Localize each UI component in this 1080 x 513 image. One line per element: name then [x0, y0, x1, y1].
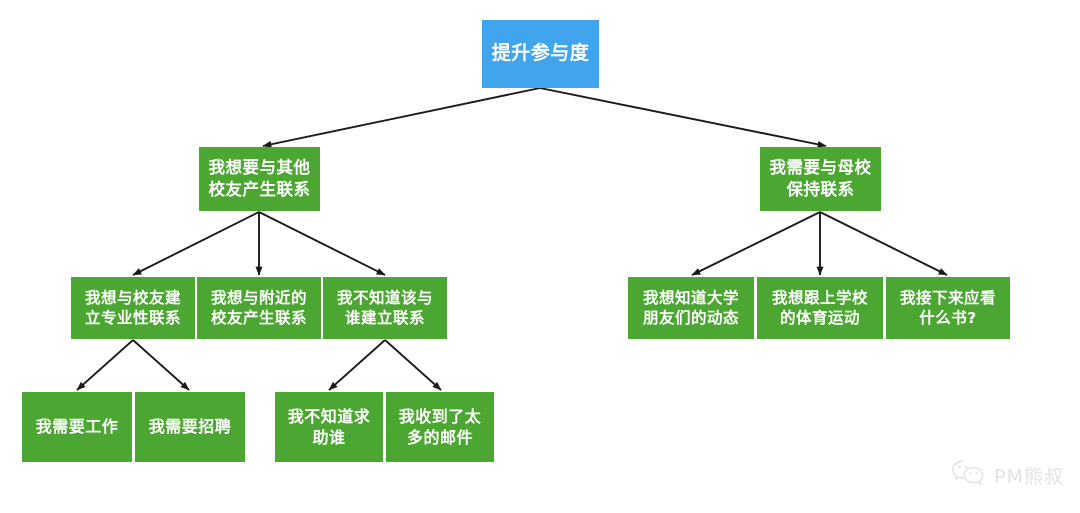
node-line: 我想跟上学校: [771, 288, 868, 307]
node-l3-e-label: 我想跟上学校 的体育运动: [761, 288, 879, 329]
node-l2-right-label: 我需要与母校 保持联系: [764, 157, 877, 201]
node-l4-b[interactable]: 我需要招聘: [135, 392, 245, 462]
node-l2-left-label: 我想要与其他 校友产生联系: [203, 157, 316, 201]
node-l3-f[interactable]: 我接下来应看 什么书?: [886, 277, 1010, 339]
node-line: 多的邮件: [406, 428, 473, 447]
node-line: 我需要与母校: [769, 158, 872, 178]
edge-l3a-to-l4a: [76, 339, 134, 391]
node-l3-b-label: 我想与附近的 校友产生联系: [201, 288, 317, 329]
node-l4-d[interactable]: 我收到了太 多的邮件: [386, 392, 494, 462]
node-root[interactable]: 提升参与度: [482, 20, 599, 88]
node-l3-b[interactable]: 我想与附近的 校友产生联系: [197, 277, 321, 339]
node-l4-c[interactable]: 我不知道求 助谁: [275, 392, 383, 462]
node-line: 保持联系: [786, 180, 855, 199]
node-line: 我想要与其他: [208, 158, 311, 178]
node-l4-b-label: 我需要招聘: [148, 417, 232, 437]
watermark-label: PM熊叔: [994, 465, 1064, 488]
node-l3-a-label: 我想与校友建 立专业性联系: [75, 288, 191, 329]
edge-l2right-to-l3f: [819, 211, 948, 276]
node-l2-right[interactable]: 我需要与母校 保持联系: [760, 147, 881, 211]
edge-root-to-l2-right: [539, 87, 827, 148]
node-line: 谁建立联系: [344, 309, 425, 327]
node-l3-a[interactable]: 我想与校友建 立专业性联系: [71, 277, 195, 339]
wechat-icon: [951, 459, 985, 491]
node-line: 我想与附近的: [210, 288, 307, 307]
node-root-label: 提升参与度: [491, 42, 590, 65]
node-line: 朋友们的动态: [642, 309, 739, 327]
node-l4-a[interactable]: 我需要工作: [22, 392, 132, 462]
node-l3-c-label: 我不知道该与 谁建立联系: [327, 288, 443, 329]
node-line: 我接下来应看: [899, 288, 996, 307]
watermark: PM熊叔: [951, 459, 1064, 491]
edge-root-to-l2-left: [262, 87, 541, 148]
edge-l2right-to-l3d: [691, 211, 821, 276]
node-line: 校友产生联系: [210, 309, 307, 327]
node-l2-left[interactable]: 我想要与其他 校友产生联系: [199, 147, 320, 211]
node-l4-d-label: 我收到了太 多的邮件: [390, 406, 490, 448]
node-line: 立专业性联系: [84, 309, 181, 327]
node-l3-f-label: 我接下来应看 什么书?: [890, 288, 1006, 329]
edge-l3c-to-l4c: [328, 339, 386, 391]
node-l4-c-label: 我不知道求 助谁: [279, 406, 379, 448]
node-line: 我想知道大学: [642, 288, 739, 307]
node-l3-d-label: 我想知道大学 朋友们的动态: [632, 288, 750, 329]
node-line: 我想与校友建: [84, 288, 181, 307]
node-line: 校友产生联系: [208, 180, 311, 199]
node-line: 助谁: [312, 428, 346, 447]
edge-l3a-to-l4b: [132, 339, 190, 391]
edge-l3c-to-l4d: [384, 339, 442, 391]
node-l3-d[interactable]: 我想知道大学 朋友们的动态: [628, 277, 754, 339]
node-line: 我不知道求: [287, 406, 371, 426]
node-l3-c[interactable]: 我不知道该与 谁建立联系: [323, 277, 447, 339]
node-line: 什么书?: [919, 309, 977, 327]
edge-l2left-to-l3c: [258, 211, 386, 276]
node-line: 我不知道该与: [336, 288, 433, 307]
node-line: 的体育运动: [779, 309, 860, 327]
edge-l2left-to-l3a: [132, 211, 260, 276]
node-line: 我收到了太: [398, 406, 482, 426]
node-l3-e[interactable]: 我想跟上学校 的体育运动: [757, 277, 883, 339]
node-l4-a-label: 我需要工作: [35, 417, 119, 437]
